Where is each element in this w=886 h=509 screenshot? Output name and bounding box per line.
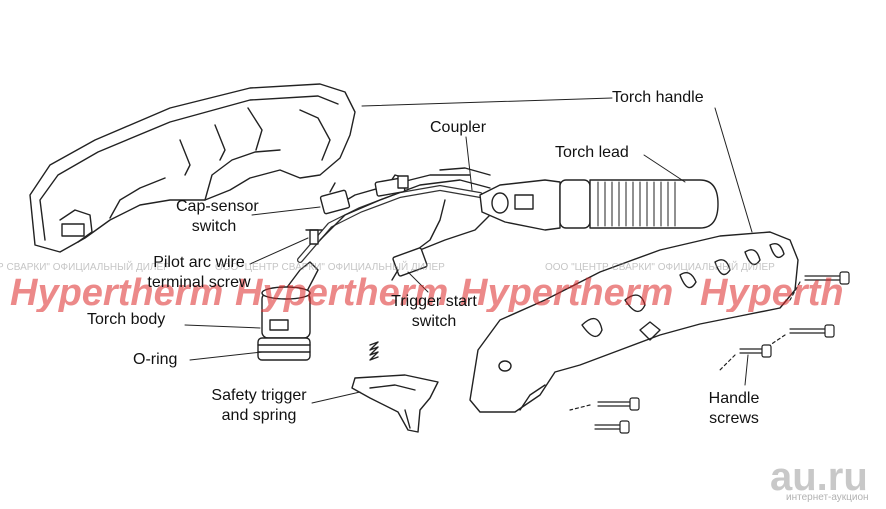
trigger-start-switch <box>391 247 428 281</box>
label-pilot-arc-screw: Pilot arc wire terminal screw <box>140 253 258 293</box>
pilot-arc-screw <box>305 229 323 245</box>
label-pilot-arc-line1: Pilot arc wire <box>153 254 245 271</box>
handle-screws <box>569 271 850 434</box>
label-cap-sensor-switch: Cap-sensor switch <box>176 197 259 237</box>
watermark-brand-2: Hypertherm <box>235 272 449 312</box>
site-logo: au.ru <box>770 455 868 499</box>
site-logo-subtext: интернет-аукцион <box>786 492 869 503</box>
label-handle-screws-line1: Handle <box>708 390 760 407</box>
cap-sensor-switch <box>319 182 351 215</box>
label-safety-trigger-line1: Safety trigger <box>211 387 307 404</box>
watermark-dealer-3: ООО "ЦЕНТР СВАРКИ" ОФИЦИАЛЬНЫЙ ДИЛЕР <box>545 262 775 273</box>
label-cap-sensor-line2: switch <box>191 218 237 235</box>
label-handle-screws: Handle screws <box>702 389 766 429</box>
label-trigger-start-line1: Trigger start <box>391 293 477 310</box>
label-pilot-arc-line2: terminal screw <box>147 274 251 291</box>
label-torch-body: Torch body <box>87 311 166 328</box>
torch-body <box>257 261 319 361</box>
label-safety-trigger: Safety trigger and spring <box>205 386 313 426</box>
torch-handle-half-right <box>469 231 799 413</box>
label-handle-screws-line2: screws <box>709 410 759 427</box>
wire-connector <box>374 175 409 197</box>
safety-trigger-spring <box>351 341 439 433</box>
label-torch-lead: Torch lead <box>555 144 629 161</box>
leader-lines <box>184 97 753 404</box>
torch-handle-half-left <box>29 83 356 253</box>
watermark-dealer-2: ООО "ЦЕНТР СВАРКИ" ОФИЦИАЛЬНЫЙ ДИЛЕР <box>215 262 445 273</box>
label-cap-sensor-line1: Cap-sensor <box>176 198 259 215</box>
label-torch-handle: Torch handle <box>612 89 704 106</box>
watermark-brand-3: Hypertherm <box>460 272 674 312</box>
label-trigger-start-switch: Trigger start switch <box>385 292 483 332</box>
watermark-dealer-1: ООО "ЦЕНТР СВАРКИ" ОФИЦИАЛЬНЫЙ ДИЛЕР <box>0 262 170 273</box>
watermark-brand-1: Hypertherm <box>10 272 224 312</box>
label-safety-trigger-line2: and spring <box>221 407 297 424</box>
label-coupler: Coupler <box>430 119 487 136</box>
watermark-brand-4: Hyperth <box>700 272 844 312</box>
label-trigger-start-line2: switch <box>411 313 457 330</box>
label-o-ring: O-ring <box>133 351 178 368</box>
watermark-band: Hypertherm Hypertherm Hypertherm Hyperth <box>0 272 886 312</box>
torch-lead-hose <box>479 179 719 231</box>
